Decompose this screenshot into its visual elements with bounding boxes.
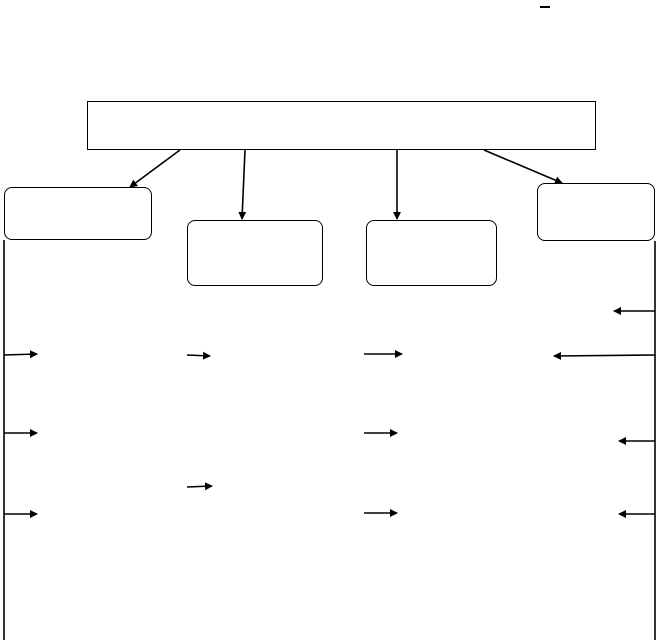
top-box bbox=[87, 101, 596, 150]
arrow-second-column-1 bbox=[186, 351, 211, 360]
connector-top-to-branch-4 bbox=[483, 149, 563, 184]
branch-4-box bbox=[537, 183, 655, 241]
arrow-right-column-2 bbox=[553, 351, 656, 360]
branch-2-box bbox=[187, 220, 323, 286]
connector-top-to-branch-2 bbox=[238, 149, 247, 220]
branch-1-box bbox=[4, 187, 152, 240]
connector-top-to-branch-1 bbox=[129, 149, 181, 188]
arrow-left-column-1 bbox=[3, 350, 38, 359]
arrow-second-column-2 bbox=[186, 482, 213, 491]
branch-3-box bbox=[366, 220, 497, 286]
top-dash-mark bbox=[540, 6, 550, 8]
